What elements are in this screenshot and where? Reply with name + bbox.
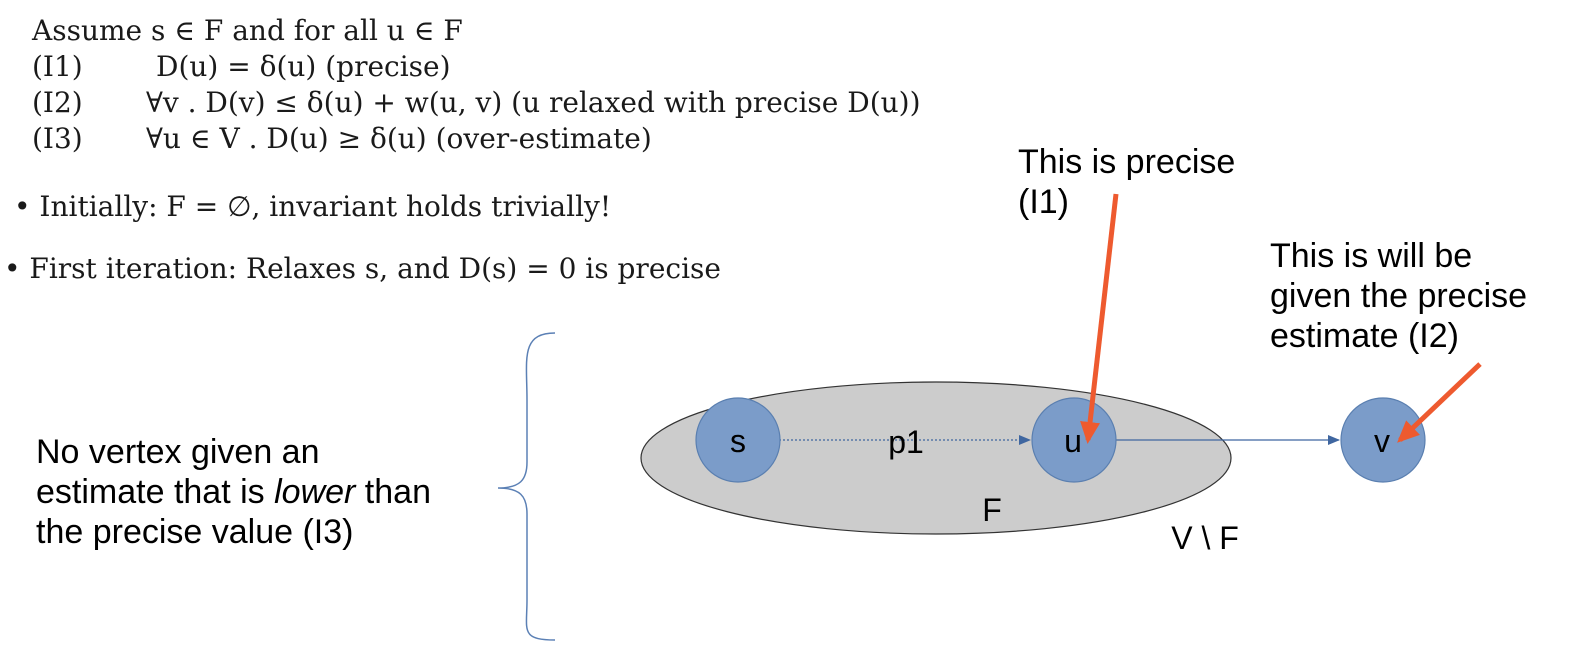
bullet-first-iteration: • First iteration: Relaxes s, and D(s) =… [4,252,721,285]
left-note-line3: the precise value (I3) [36,513,354,551]
callout-precise-line2: (I1) [1018,183,1069,221]
path-p1-label: p1 [888,424,924,460]
node-u-label: u [1064,423,1082,459]
set-f-label: F [982,492,1002,528]
invariant-i2-label: (I2) [32,86,83,119]
assume-line: Assume s ∈ F and for all u ∈ F [32,14,463,47]
node-v-label: v [1374,423,1390,459]
invariant-i1-label: (I1) [32,50,83,83]
left-note-line1: No vertex given an [36,433,320,471]
callout-will-be-line2: given the precise [1270,277,1528,315]
curly-brace [497,332,556,641]
callout-will-be-line1: This is will be [1270,237,1473,275]
invariant-i3-text: ∀u ∈ V . D(u) ≥ δ(u) (over-estimate) [146,122,652,155]
left-note-line2: estimate that is lower than [36,472,431,512]
arrow-to-v [1397,362,1482,443]
node-s [695,397,781,483]
node-s-label: s [730,423,746,459]
left-note-emphasis: lower [274,473,356,511]
callout-precise-line1: This is precise [1018,143,1236,181]
left-note-line2-start: estimate that is [36,473,275,511]
invariant-i3-label: (I3) [32,122,83,155]
callout-will-be-line3: estimate (I2) [1270,317,1459,355]
bullet-initially: • Initially: F = ∅, invariant holds triv… [14,190,612,223]
invariant-i1-text: D(u) = δ(u) (precise) [156,50,451,83]
left-note-line2-end: than [355,473,431,511]
node-u [1031,397,1117,483]
invariant-i2-text: ∀v . D(v) ≤ δ(u) + w(u, v) (u relaxed wi… [146,86,921,119]
complement-label: V \ F [1171,520,1239,556]
arrow-to-u [1080,193,1119,444]
node-v [1340,397,1426,483]
